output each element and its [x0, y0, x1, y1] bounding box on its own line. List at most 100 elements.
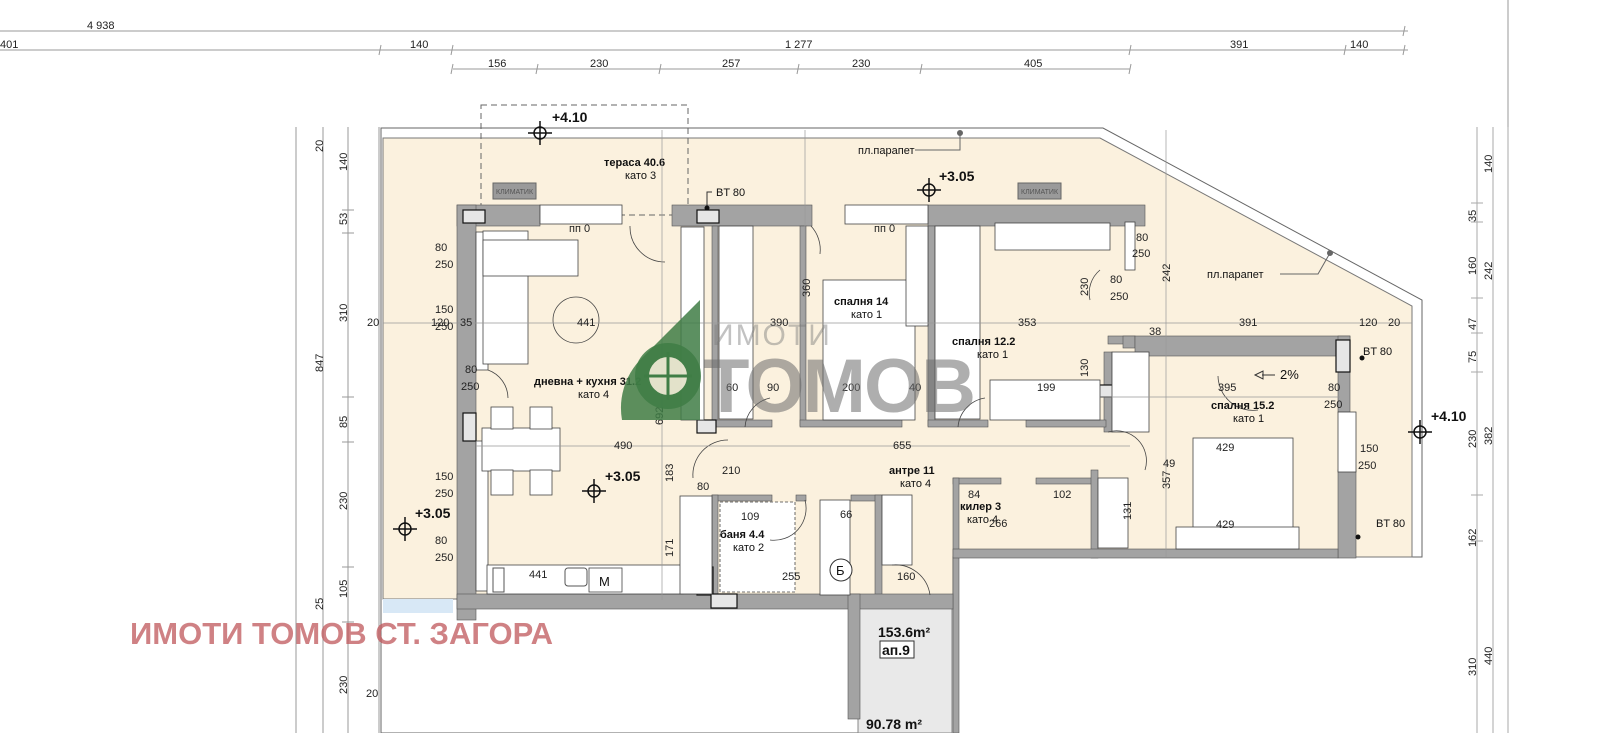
- furniture: [481, 222, 1300, 596]
- dim-inner: 102: [1053, 489, 1071, 501]
- room-floor-bedroom2: като 1: [977, 349, 1008, 361]
- dim-inner: 200: [842, 382, 860, 394]
- parapet-label: пл.парапет: [1207, 269, 1264, 281]
- svg-text:80: 80: [435, 242, 447, 254]
- windows: [475, 204, 1357, 592]
- parapet-leaders: [915, 130, 1333, 275]
- dim-right: 75: [1467, 351, 1479, 363]
- dim-inner: 66: [840, 509, 852, 521]
- room-floor-living: като 4: [578, 389, 609, 401]
- dim-right: 382: [1483, 427, 1495, 445]
- dim-right: 230: [1467, 430, 1479, 448]
- watermark-logo: ИМОТИ ТОМОВ: [620, 300, 976, 429]
- svg-text:150: 150: [435, 471, 453, 483]
- apartment-number-box: [879, 640, 915, 659]
- dim-top: 401: [0, 39, 18, 51]
- elevation-label: +4.10: [1431, 408, 1467, 424]
- dim-inner: 49: [1163, 458, 1175, 470]
- dim-inner: 353: [1018, 317, 1036, 329]
- dim-inner: 266: [989, 518, 1007, 530]
- watermark-footer: ИМОТИ ТОМОВ СТ. ЗАГОРА: [130, 616, 553, 651]
- dim-left: 85: [338, 416, 350, 428]
- room-name-bath: баня 4.4: [720, 529, 765, 541]
- right-dimension-lines: [1471, 127, 1509, 733]
- svg-text:250: 250: [435, 321, 453, 333]
- dim-left: 20: [366, 688, 378, 700]
- dim-inner: 655: [893, 440, 911, 452]
- dim-left: 20: [314, 140, 326, 152]
- dim-right: 160: [1467, 257, 1479, 275]
- common-corridor: [857, 606, 953, 733]
- dim-inner: 391: [1239, 317, 1257, 329]
- dim-right: 47: [1467, 318, 1479, 330]
- dim-top2: 156: [488, 58, 506, 70]
- svg-text:80: 80: [1328, 382, 1340, 394]
- room-name-hall: антре 11: [889, 465, 935, 477]
- dim-top: 140: [410, 39, 428, 51]
- dim-left: 140: [338, 153, 350, 171]
- ac-unit-2: [1017, 182, 1062, 200]
- dim-inner: 360: [801, 279, 813, 297]
- room-floor-bedroom3: като 1: [1233, 413, 1264, 425]
- dim-inner: 131: [1122, 502, 1134, 520]
- room-name-terrace: тераса 40.6: [604, 157, 665, 169]
- dim-inner: 60: [726, 382, 738, 394]
- glazing-strip: [383, 599, 453, 613]
- dim-top: 1 277: [785, 39, 813, 51]
- dim-top: 391: [1230, 39, 1248, 51]
- dim-inner: 441: [529, 569, 547, 581]
- opening-labels: 80 250 150 250 80 250 150 250 80 250 80 …: [435, 223, 1378, 564]
- dim-inner: 160: [897, 571, 915, 583]
- dim-top: 140: [1350, 39, 1368, 51]
- microwave-label: M: [599, 574, 610, 589]
- dim-left: 53: [338, 213, 350, 225]
- room-floor-storage: като 4: [967, 514, 998, 526]
- dim-inner: 429: [1216, 442, 1234, 454]
- elevation-markers: [393, 121, 1432, 541]
- dim-inner: 429: [1216, 519, 1234, 531]
- bt80-label: BT 80: [1363, 346, 1392, 358]
- elevation-label: +4.10: [552, 109, 588, 125]
- svg-text:250: 250: [435, 259, 453, 271]
- dim-inner: 490: [614, 440, 632, 452]
- boiler-label: Б: [836, 563, 845, 578]
- svg-text:210: 210: [722, 465, 740, 477]
- ac-label-1: КЛИМАТИК: [496, 189, 534, 196]
- svg-text:250: 250: [435, 488, 453, 500]
- dim-left: 105: [338, 580, 350, 598]
- dim-inner: 90: [767, 382, 779, 394]
- neighbor-area: 90.78 m²: [866, 716, 922, 732]
- room-floor-bedroom1: като 1: [851, 309, 882, 321]
- svg-text:150: 150: [1360, 443, 1378, 455]
- ac-label-2: КЛИМАТИК: [1021, 189, 1059, 196]
- dim-right: 440: [1483, 647, 1495, 665]
- dim-inner: 199: [1037, 382, 1055, 394]
- dim-inner: 120: [431, 317, 449, 329]
- svg-text:80: 80: [1136, 232, 1148, 244]
- stove-icon: [492, 567, 505, 593]
- svg-text:пп 0: пп 0: [569, 223, 590, 235]
- overall-dimension: 4 938: [87, 20, 115, 32]
- dim-inner: 357: [1161, 471, 1173, 489]
- apartment-number: ап.9: [882, 642, 910, 658]
- dim-right: 310: [1467, 658, 1479, 676]
- watermark-text-main: ТОМОВ: [703, 344, 974, 429]
- room-name-storage: килер 3: [960, 501, 1001, 513]
- dim-inner: 20: [1388, 317, 1400, 329]
- elevation-label: +3.05: [939, 168, 975, 184]
- dim-inner: 183: [664, 464, 676, 482]
- boiler-icon: [829, 558, 853, 582]
- room-name-bedroom3: спалня 15.2: [1211, 400, 1274, 412]
- dim-inner: 130: [1079, 359, 1091, 377]
- room-floor-bath: като 2: [733, 542, 764, 554]
- parapet-label: пл.парапет: [858, 145, 915, 157]
- left-dimension-lines: [295, 127, 380, 733]
- dim-inner: 230: [1079, 278, 1091, 296]
- room-name-living: дневна + кухня 31.2: [534, 376, 641, 388]
- top-dimension-lines: [0, 25, 1408, 75]
- dim-inner: 171: [664, 539, 676, 557]
- svg-text:250: 250: [435, 552, 453, 564]
- svg-text:80: 80: [465, 364, 477, 376]
- dim-right: 35: [1467, 210, 1479, 222]
